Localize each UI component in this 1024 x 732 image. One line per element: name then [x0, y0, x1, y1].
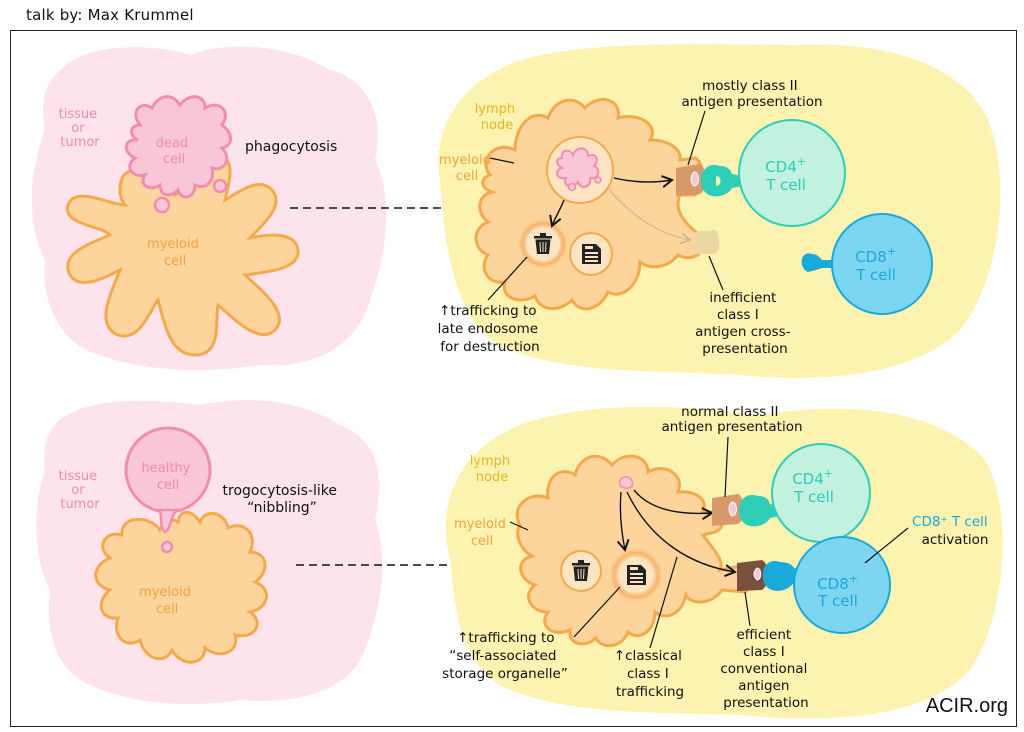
leader-line	[573, 586, 621, 638]
leader-line	[509, 521, 529, 531]
phagocytosis-label: phagocytosis	[245, 139, 337, 155]
floppy-disk-icon	[582, 244, 601, 264]
class2-annotation: mostly class II antigen presentation	[681, 78, 822, 110]
mhc-class1-faded	[695, 230, 720, 254]
debris	[594, 176, 602, 184]
leader-line	[744, 591, 751, 627]
leader-line	[489, 157, 515, 164]
class1-annotation: efficient class I conventional antigen p…	[720, 627, 811, 711]
cd4-label: CD4+ T cell	[765, 151, 811, 194]
cd4-label: CD4+ T cell	[792, 463, 838, 506]
leader-line	[864, 527, 909, 564]
antigen-fragment	[618, 475, 634, 489]
membrane-fragment	[160, 540, 174, 554]
tissue-label: tissue or tumor	[59, 107, 102, 150]
source-credit: ACIR.org	[925, 695, 1008, 717]
endosome-annotation: ↑trafficking to late endosome for destru…	[438, 303, 543, 355]
lymph-node-label: lymph node	[475, 102, 520, 133]
dead-cell	[124, 95, 233, 199]
arrow-to-class2	[633, 489, 714, 521]
ln-myeloid-label: myeloid cell	[439, 153, 495, 184]
myeloid-cell	[66, 153, 300, 357]
debris	[567, 182, 577, 192]
arrow-to-endosome	[549, 199, 565, 228]
leader-line	[708, 255, 724, 291]
classical-trafficking-annotation: ↑classical class I trafficking	[614, 648, 686, 700]
trash-can-icon	[534, 233, 552, 254]
mhc-class2	[712, 494, 744, 526]
trash-can-icon	[572, 560, 590, 581]
cd8-label: CD8+ T cell	[817, 568, 863, 610]
antigen-peptide	[728, 501, 737, 517]
arrow-to-class1	[626, 491, 737, 577]
cd8-tcr	[801, 253, 834, 272]
speaker-credit: talk by: Max Krummel	[26, 6, 194, 24]
myeloid-cell-label: myeloid cell	[147, 237, 203, 269]
trogocytosis-label: trogocytosis-like “nibbling”	[223, 483, 342, 516]
lymph-node-label: lymph node	[470, 454, 515, 485]
activation-annotation: CD8⁺ T cell activation	[912, 514, 992, 548]
dead-cell-fragment	[212, 178, 228, 194]
leader-line	[649, 556, 678, 649]
leader-line	[687, 110, 706, 166]
arrow-to-class1-faded	[607, 187, 692, 245]
class1-annotation: inefficient class I antigen cross- prese…	[695, 290, 795, 357]
healthy-cell-label: healthy cell	[142, 461, 195, 493]
floppy-disk-icon	[627, 565, 646, 585]
tissue-label: tissue or tumor	[59, 469, 102, 512]
myeloid-cell-label: myeloid cell	[139, 585, 195, 617]
cd4-t-cell	[738, 119, 846, 227]
cd8-t-cell	[793, 536, 891, 634]
mhc-class1	[737, 560, 768, 591]
arrow-to-class2	[613, 175, 674, 188]
top-panel: tissue or tumor dead cell myeloid cell p…	[31, 44, 1001, 378]
cd8-t-cell	[831, 213, 933, 315]
leader-line	[724, 436, 729, 498]
cd4-tcr	[738, 494, 780, 527]
myeloid-cell	[94, 510, 268, 664]
arrow-to-storage	[616, 491, 630, 552]
cd8-label: CD8+ T cell	[855, 241, 901, 284]
cd4-tcr	[700, 164, 742, 197]
storage-annotation: ↑trafficking to “self-associated storage…	[442, 630, 568, 682]
class2-annotation: normal class II antigen presentation	[661, 404, 802, 435]
membrane-stalk	[158, 508, 179, 534]
antigen-peptide	[690, 171, 699, 187]
antigen-peptide	[753, 567, 762, 581]
dead-cell-fragment	[153, 196, 171, 214]
dead-cell-label: dead cell	[156, 136, 193, 167]
cd8-tcr	[762, 561, 802, 591]
bottom-panel: tissue or tumor healthy cell myeloid cel…	[36, 400, 1003, 719]
engulfed-dead-cell	[556, 147, 600, 188]
ln-myeloid-label: myeloid cell	[454, 517, 510, 549]
leader-line	[487, 256, 528, 301]
